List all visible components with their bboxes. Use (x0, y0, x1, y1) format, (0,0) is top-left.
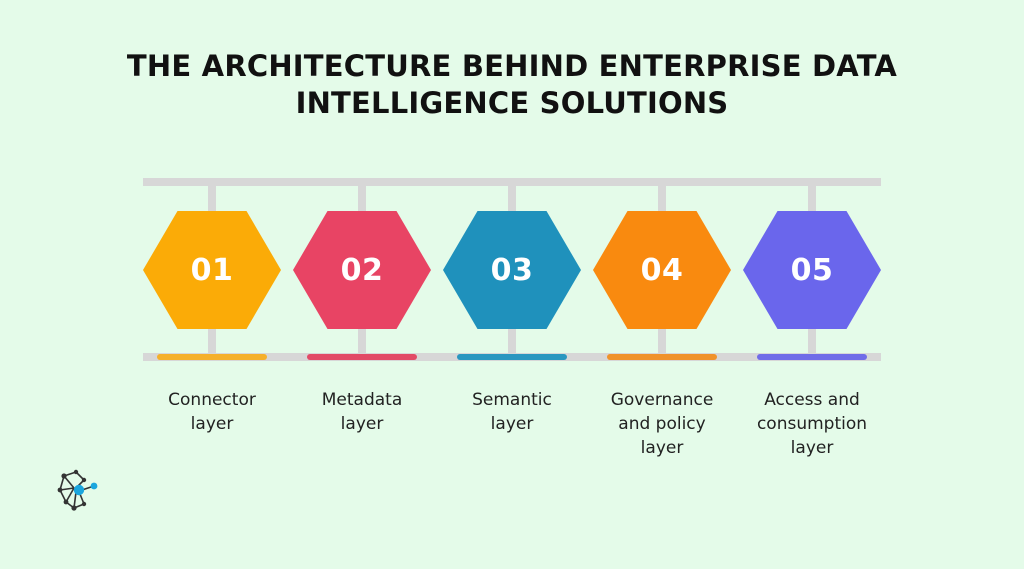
connector-post-lower (208, 326, 216, 356)
step-label-line: Semantic (472, 390, 552, 410)
step-hexagon: 04 (593, 211, 731, 329)
connector-post-lower (358, 326, 366, 356)
step-accent-bar (607, 354, 717, 360)
connector-post-upper (358, 184, 366, 214)
network-logo-icon (57, 469, 98, 511)
step-label-line: Governance (610, 390, 714, 410)
step-label-line: layer (340, 414, 384, 434)
step-label-line: Connector (168, 390, 256, 410)
step-accent-bar (307, 354, 417, 360)
connector-post-lower (508, 326, 516, 356)
step-label-line: consumption (756, 414, 868, 434)
step-label-line: layer (190, 414, 234, 434)
step-accent-bar (757, 354, 867, 360)
step-accent-bar (457, 354, 567, 360)
step-number: 04 (640, 252, 684, 288)
step-hexagon: 02 (293, 211, 431, 329)
connector-post-upper (808, 184, 816, 214)
connector-post-upper (208, 184, 216, 214)
step-label-line: layer (490, 414, 534, 434)
step-hexagon: 03 (443, 211, 581, 329)
step-label: Access and consumption layer (737, 388, 887, 460)
page-title: THE ARCHITECTURE BEHIND ENTERPRISE DATA … (0, 48, 1024, 122)
step-label-line: Access and (764, 390, 860, 410)
step-number: 01 (190, 252, 234, 288)
step-number: 02 (340, 252, 384, 288)
step-label: Governance and policy layer (587, 388, 737, 460)
step-label: Connector layer (137, 388, 287, 436)
step-hexagon: 05 (743, 211, 881, 329)
step-number: 05 (790, 252, 834, 288)
step-number: 03 (490, 252, 534, 288)
step-label: Metadata layer (287, 388, 437, 436)
step-label-line: Metadata (321, 390, 403, 410)
top-rail (143, 178, 881, 186)
step-hexagon: 01 (143, 211, 281, 329)
title-line-2: INTELLIGENCE SOLUTIONS (295, 86, 729, 120)
title-line-1: THE ARCHITECTURE BEHIND ENTERPRISE DATA (126, 49, 898, 83)
step-label-line: layer (640, 438, 684, 458)
step-label-line: layer (790, 438, 834, 458)
connector-post-lower (658, 326, 666, 356)
connector-post-upper (658, 184, 666, 214)
connector-post-lower (808, 326, 816, 356)
step-label-line: and policy (618, 414, 706, 434)
step-accent-bar (157, 354, 267, 360)
connector-post-upper (508, 184, 516, 214)
step-label: Semantic layer (437, 388, 587, 436)
